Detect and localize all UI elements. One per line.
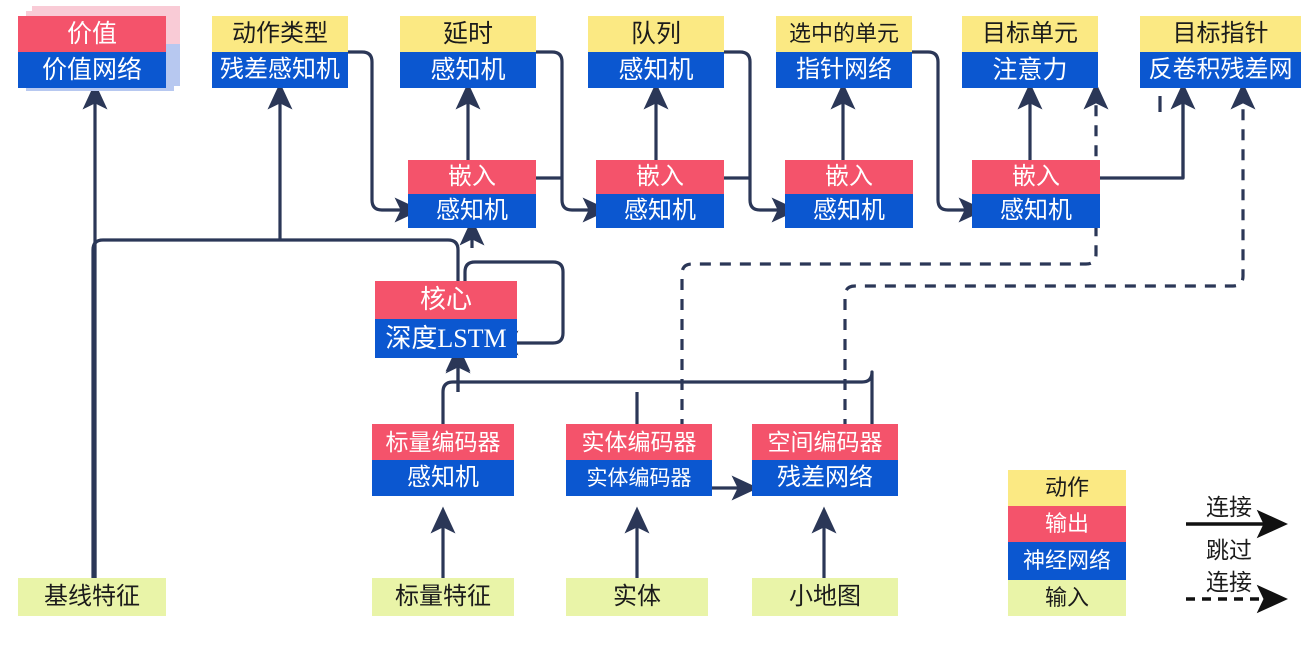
head-selected-units[interactable]: 选中的单元 指针网络 bbox=[776, 16, 912, 88]
encoder-entity[interactable]: 实体编码器 实体编码器 bbox=[566, 424, 712, 496]
encoder-scalar-output-label: 标量编码器 bbox=[372, 424, 514, 460]
embed-block-2-output-label: 嵌入 bbox=[596, 160, 724, 194]
embed-block-1[interactable]: 嵌入 感知机 bbox=[408, 160, 536, 228]
head-delay[interactable]: 延时 感知机 bbox=[400, 16, 536, 88]
head-action-type[interactable]: 动作类型 残差感知机 bbox=[212, 16, 348, 88]
head-delay-action-label: 延时 bbox=[400, 16, 536, 52]
encoder-spatial-network-label: 残差网络 bbox=[752, 460, 898, 496]
head-selected-units-action-label: 选中的单元 bbox=[776, 16, 912, 52]
legend-swatch-network: 神经网络 bbox=[1008, 542, 1126, 580]
embed-block-4[interactable]: 嵌入 感知机 bbox=[972, 160, 1100, 228]
legend-connection-label: 连接 bbox=[1206, 495, 1252, 520]
wire-selected-unit-head-to-embed-4 bbox=[911, 50, 986, 223]
head-queue-network-label: 感知机 bbox=[588, 52, 724, 88]
head-target-point-network-label: 反卷积残差网 bbox=[1140, 52, 1301, 88]
legend-skip-label-line-2: 连接 bbox=[1206, 570, 1252, 595]
embed-block-3-output-label: 嵌入 bbox=[785, 160, 913, 194]
core-output-label: 核心 bbox=[375, 281, 517, 319]
embed-block-1-network-label: 感知机 bbox=[408, 194, 536, 228]
input-entities[interactable]: 实体 bbox=[566, 578, 708, 616]
encoder-spatial-output-label: 空间编码器 bbox=[752, 424, 898, 460]
encoder-scalar[interactable]: 标量编码器 感知机 bbox=[372, 424, 514, 496]
head-target-unit-network-label: 注意力 bbox=[962, 52, 1098, 88]
skip-spatial-encoder-to-target-pointer-head bbox=[843, 82, 1256, 430]
legend-arrows bbox=[1186, 509, 1288, 614]
embed-block-3-network-label: 感知机 bbox=[785, 194, 913, 228]
encoder-spatial[interactable]: 空间编码器 残差网络 bbox=[752, 424, 898, 496]
embed-block-2[interactable]: 嵌入 感知机 bbox=[596, 160, 724, 228]
legend-swatch-output: 输出 bbox=[1008, 506, 1126, 542]
skip-entity-encoder-to-selected-unit-head bbox=[680, 82, 1109, 430]
legend: 动作 输出 神经网络 输入 bbox=[1008, 470, 1126, 616]
embed-block-1-output-label: 嵌入 bbox=[408, 160, 536, 194]
head-delay-network-label: 感知机 bbox=[400, 52, 536, 88]
legend-skip-label-line-1: 跳过 bbox=[1206, 538, 1252, 563]
legend-swatch-input: 输入 bbox=[1008, 580, 1126, 616]
embed-block-4-network-label: 感知机 bbox=[972, 194, 1100, 228]
wire-action-type-to-embed-1 bbox=[347, 50, 422, 223]
wire-delay-head-to-embed-2 bbox=[535, 50, 610, 223]
head-target-unit[interactable]: 目标单元 注意力 bbox=[962, 16, 1098, 88]
embed-block-2-network-label: 感知机 bbox=[596, 194, 724, 228]
input-minimap[interactable]: 小地图 bbox=[752, 578, 898, 616]
encoder-entity-output-label: 实体编码器 bbox=[566, 424, 712, 460]
head-value-output-label: 价值 bbox=[18, 16, 166, 52]
wire-queue-head-to-embed-3 bbox=[723, 50, 799, 223]
head-target-unit-action-label: 目标单元 bbox=[962, 16, 1098, 52]
encoder-scalar-network-label: 感知机 bbox=[372, 460, 514, 496]
head-queue[interactable]: 队列 感知机 bbox=[588, 16, 724, 88]
wire-core-recurrent-loop bbox=[463, 260, 565, 356]
input-baseline-features[interactable]: 基线特征 bbox=[18, 578, 166, 616]
input-scalar-features[interactable]: 标量特征 bbox=[372, 578, 514, 616]
head-target-point[interactable]: 目标指针 反卷积残差网 bbox=[1140, 16, 1301, 88]
wire-scalar-encoder-bus bbox=[441, 370, 874, 430]
head-target-point-action-label: 目标指针 bbox=[1140, 16, 1301, 52]
head-selected-units-network-label: 指针网络 bbox=[776, 52, 912, 88]
legend-swatch-action: 动作 bbox=[1008, 470, 1126, 506]
core-block[interactable]: 核心 深度LSTM bbox=[375, 281, 517, 358]
core-network-label: 深度LSTM bbox=[375, 319, 517, 358]
encoder-entity-network-label: 实体编码器 bbox=[566, 460, 712, 496]
head-action-type-network-label: 残差感知机 bbox=[212, 52, 348, 88]
head-value[interactable]: 价值 价值网络 bbox=[18, 16, 166, 88]
head-queue-action-label: 队列 bbox=[588, 16, 724, 52]
head-value-network-label: 价值网络 bbox=[18, 52, 166, 88]
head-action-type-action-label: 动作类型 bbox=[212, 16, 348, 52]
embed-block-3[interactable]: 嵌入 感知机 bbox=[785, 160, 913, 228]
embed-block-4-output-label: 嵌入 bbox=[972, 160, 1100, 194]
